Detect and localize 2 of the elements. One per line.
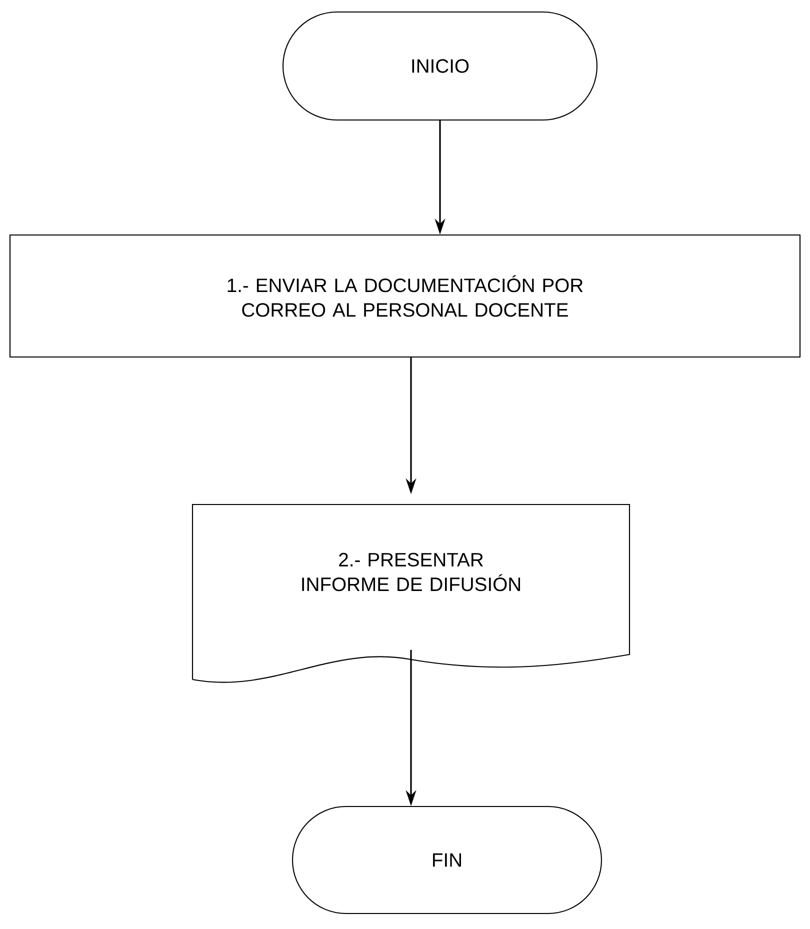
document-shape: 2.- PRESENTAR INFORME DE DIFUSIÓN xyxy=(192,504,630,683)
process-box: 1.- ENVIAR LA DOCUMENTACIÓN POR CORREO AL PERSONAL DOCENTE xyxy=(9,234,801,358)
